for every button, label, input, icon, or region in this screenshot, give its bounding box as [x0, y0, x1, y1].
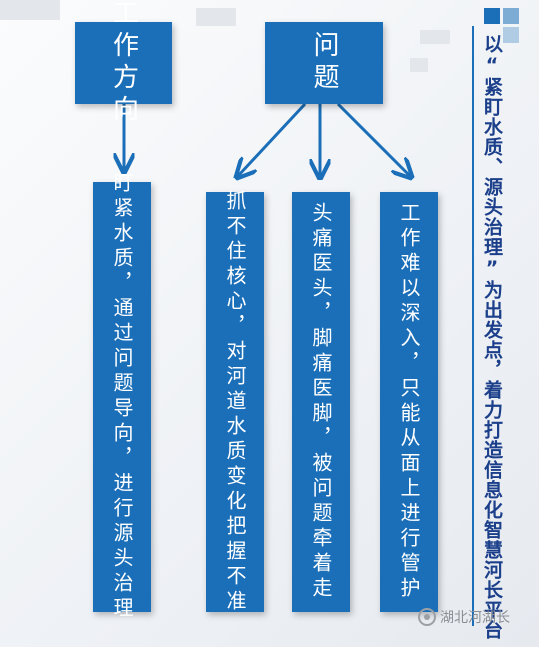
background-block — [410, 58, 428, 72]
problem-item-text-3: 工作难以深入，只能从面上进行管护 — [397, 202, 421, 602]
corner-square — [503, 27, 519, 43]
work-direction-label: 工作方向 — [108, 0, 139, 127]
background-block — [420, 30, 450, 44]
problem-box: 问题 — [265, 22, 383, 104]
background-block — [196, 8, 236, 26]
arrow-problem-to-item-1 — [238, 102, 307, 176]
problem-item-box-3: 工作难以深入，只能从面上进行管护 — [380, 192, 438, 612]
problem-item-text-2: 头痛医头，脚痛医脚，被问题牵着走 — [309, 202, 333, 602]
problem-item-box-2: 头痛医头，脚痛医脚，被问题牵着走 — [292, 192, 350, 612]
watermark-text: 湖北河湖长 — [440, 610, 510, 626]
slide-title: 以“紧盯水质、源头治理”为出发点，着力打造信息化智慧河长平台 — [481, 34, 503, 640]
problem-label: 问题 — [309, 31, 339, 95]
corner-square — [484, 8, 500, 24]
title-strip: 以“紧盯水质、源头治理”为出发点，着力打造信息化智慧河长平台 — [472, 26, 510, 640]
background-block — [0, 0, 60, 20]
wechat-icon — [418, 608, 436, 626]
arrow-problem-to-item-3 — [336, 102, 410, 176]
work-direction-detail-box: 盯紧水质，通过问题导向，进行源头治理 — [93, 172, 151, 622]
problem-item-box-1: 抓不住核心，对河道水质变化把握不准 — [206, 189, 264, 615]
watermark: 湖北河湖长 — [418, 606, 510, 628]
corner-square — [503, 8, 519, 24]
problem-item-text-1: 抓不住核心，对河道水质变化把握不准 — [223, 189, 247, 615]
work-direction-detail-text: 盯紧水质，通过问题导向，进行源头治理 — [110, 172, 134, 622]
work-direction-box: 工作方向 — [75, 0, 172, 127]
